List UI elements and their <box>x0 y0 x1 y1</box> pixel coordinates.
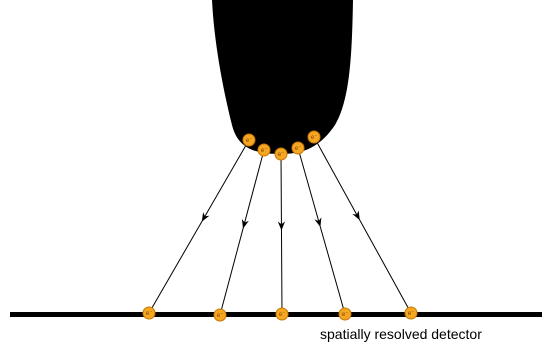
emitted-particle: e⁻ <box>242 133 256 147</box>
trajectory-line <box>201 139 250 222</box>
svg-text:e⁻: e⁻ <box>279 311 286 318</box>
trajectory-line <box>313 136 360 221</box>
detected-particle-group: e⁻ e⁻ e⁻ e⁻ e⁻ <box>142 306 418 322</box>
detected-particle: e⁻ <box>142 306 156 320</box>
trajectory-line <box>318 222 346 315</box>
emitted-particle: e⁻ <box>257 143 271 157</box>
svg-text:e⁻: e⁻ <box>311 134 318 141</box>
detected-particle: e⁻ <box>275 307 289 321</box>
svg-text:e⁻: e⁻ <box>278 151 285 158</box>
trajectory-line <box>241 149 265 229</box>
emitted-particle-group: e⁻ e⁻ e⁻ e⁻ e⁻ <box>242 130 321 161</box>
emitted-particle: e⁻ <box>307 130 321 144</box>
detected-particle: e⁻ <box>213 308 227 322</box>
trajectory-line <box>297 147 322 228</box>
trajectory-line <box>280 225 283 315</box>
detected-particle: e⁻ <box>404 306 418 320</box>
trajectory-line <box>219 224 245 316</box>
emitter-tip <box>212 0 353 154</box>
svg-text:e⁻: e⁻ <box>295 145 302 152</box>
emitted-particle: e⁻ <box>274 147 288 161</box>
svg-text:e⁻: e⁻ <box>217 312 224 319</box>
detector-label: spatially resolved detector <box>320 326 482 342</box>
trajectory-line <box>357 215 412 314</box>
svg-text:e⁻: e⁻ <box>261 147 268 154</box>
trajectory-group <box>148 136 412 316</box>
svg-text:e⁻: e⁻ <box>342 311 349 318</box>
detected-particle: e⁻ <box>338 307 352 321</box>
svg-text:e⁻: e⁻ <box>408 310 415 317</box>
svg-text:e⁻: e⁻ <box>146 310 153 317</box>
emitted-particle: e⁻ <box>291 141 305 155</box>
svg-text:e⁻: e⁻ <box>246 137 253 144</box>
trajectory-line <box>148 217 205 314</box>
